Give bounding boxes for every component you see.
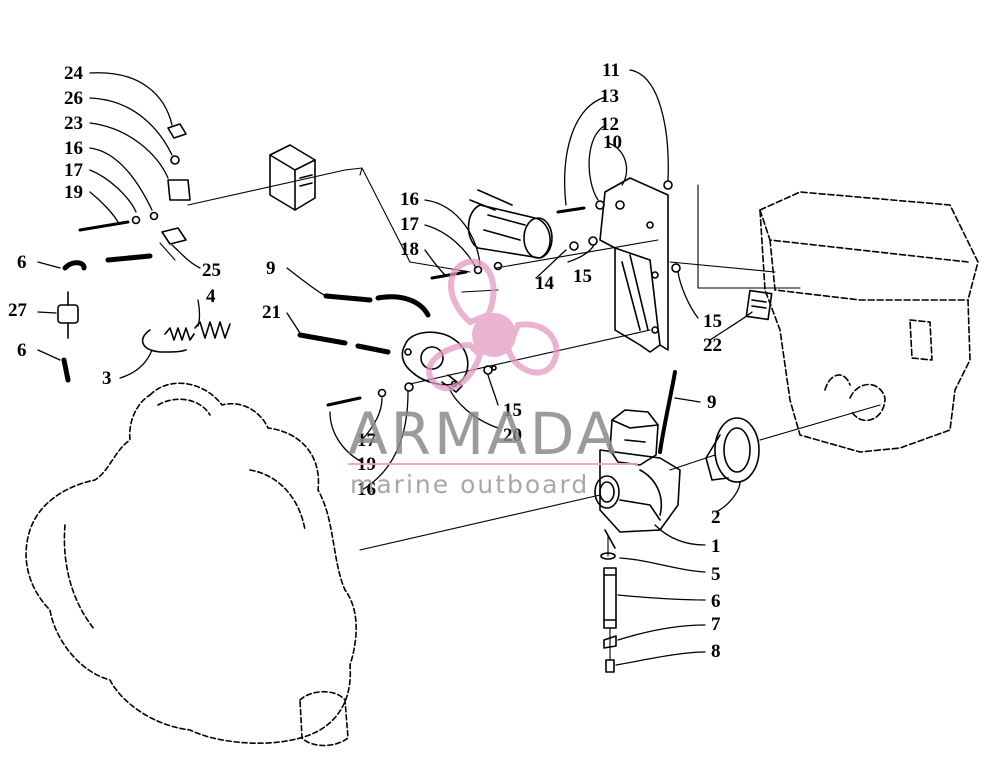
part-label-24: 24 [64, 63, 83, 84]
part-label-13: 13 [600, 86, 619, 107]
part-label-17: 17 [400, 214, 419, 235]
warning-decal [745, 289, 773, 321]
carburetor [594, 409, 681, 549]
part-label-21: 21 [262, 302, 281, 323]
part-label-26: 26 [64, 88, 83, 109]
engine-block [25, 382, 357, 747]
part-label-2: 2 [711, 507, 721, 528]
part-label-23: 23 [64, 113, 83, 134]
assembly-lines [159, 167, 881, 661]
leader-lines [37, 69, 753, 666]
fuel-hoses [61, 253, 677, 454]
part-label-14: 14 [535, 273, 554, 294]
part-label-15: 15 [503, 400, 522, 421]
part-label-9: 9 [707, 392, 717, 413]
intake-adapter [705, 417, 760, 483]
part-label-22: 22 [703, 335, 722, 356]
part-label-3: 3 [102, 368, 112, 389]
part-label-6: 6 [711, 591, 721, 612]
part-label-16: 16 [64, 138, 83, 159]
part-label-18: 18 [400, 239, 419, 260]
part-label-20: 20 [503, 425, 522, 446]
part-label-17: 17 [357, 430, 376, 451]
part-label-15: 15 [573, 266, 592, 287]
part-label-8: 8 [711, 641, 721, 662]
airbox [759, 191, 979, 453]
part-label-16: 16 [357, 479, 376, 500]
part-label-19: 19 [64, 182, 83, 203]
part-label-7: 7 [711, 614, 721, 635]
part-label-10: 10 [603, 132, 622, 153]
springs [141, 321, 231, 353]
part-label-12: 12 [600, 114, 619, 135]
part-label-27: 27 [8, 300, 27, 321]
fasteners [78, 123, 681, 407]
mounting-bracket [599, 177, 669, 353]
part-label-9: 9 [266, 258, 276, 279]
fuel-filter [57, 291, 79, 339]
part-label-25: 25 [202, 260, 221, 281]
part-label-16: 16 [400, 189, 419, 210]
part-label-15: 15 [703, 311, 722, 332]
part-label-6: 6 [17, 252, 27, 273]
part-label-17: 17 [64, 160, 83, 181]
part-label-5: 5 [711, 564, 721, 585]
solenoid-box [269, 144, 316, 211]
part-label-1: 1 [711, 536, 721, 557]
part-label-11: 11 [602, 60, 620, 81]
part-label-4: 4 [206, 286, 216, 307]
part-label-6: 6 [17, 340, 27, 361]
starter-motor [467, 189, 553, 259]
